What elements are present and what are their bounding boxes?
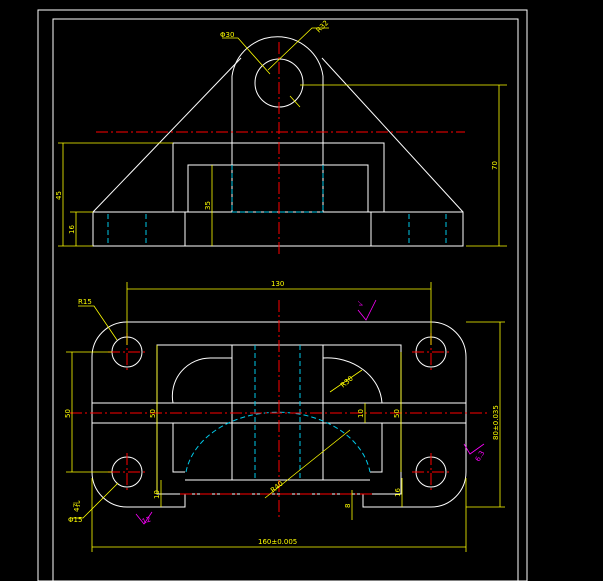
dim-front-height-70: 70 xyxy=(491,161,499,170)
drawing-frame xyxy=(37,9,528,581)
roughness-bottom-value: 12 xyxy=(141,515,152,526)
top-view-roughness xyxy=(135,299,485,525)
front-view-centerlines xyxy=(96,42,465,256)
dim-front-boss-radius: R32 xyxy=(315,19,330,34)
front-view-outline xyxy=(92,36,464,247)
dim-top-gap-10-center: 10 xyxy=(357,409,365,418)
dim-top-gap-10-left: 10 xyxy=(153,490,161,499)
dim-front-height-16: 16 xyxy=(68,225,76,234)
front-view-hidden xyxy=(107,165,447,246)
top-view-centerlines xyxy=(70,300,490,520)
front-view-dimensions xyxy=(58,27,507,247)
dim-top-gap-8: 8 xyxy=(344,504,352,508)
dim-top-hole-count: 4孔 xyxy=(73,501,81,512)
roughness-symbol-top xyxy=(357,299,377,321)
dim-top-arc-radius: R40 xyxy=(269,480,285,495)
dim-top-gap-16: 16 xyxy=(394,488,402,497)
dim-top-overall-depth: 80±0.035 xyxy=(492,405,500,440)
front-view: Φ30 R32 70 45 16 35 xyxy=(55,19,507,256)
roughness-top-value: √ xyxy=(356,300,365,307)
dim-top-depth-50-right: 50 xyxy=(393,409,401,418)
dim-front-hole-dia: Φ30 xyxy=(220,31,234,39)
roughness-right-value: 6.3 xyxy=(474,449,486,463)
roughness-symbol-bottom xyxy=(135,511,153,525)
dim-top-hole-dia: Φ15 xyxy=(68,516,82,524)
dim-top-width-130: 130 xyxy=(271,280,284,288)
dim-top-width-50: 50 xyxy=(149,409,157,418)
top-view-dimensions xyxy=(66,282,505,552)
front-view-dim-text: Φ30 R32 70 45 16 35 xyxy=(55,19,499,234)
dim-top-overall-width: 160±0.005 xyxy=(258,538,297,546)
roughness-symbol-right xyxy=(463,443,485,455)
dim-top-corner-radius: R15 xyxy=(78,298,92,306)
dim-front-height-45: 45 xyxy=(55,191,63,200)
top-view: 130 160±0.005 80±0.035 50 50 50 10 10 16… xyxy=(64,280,505,552)
dim-top-depth-50-left: 50 xyxy=(64,409,72,418)
dim-front-height-35: 35 xyxy=(204,201,212,210)
